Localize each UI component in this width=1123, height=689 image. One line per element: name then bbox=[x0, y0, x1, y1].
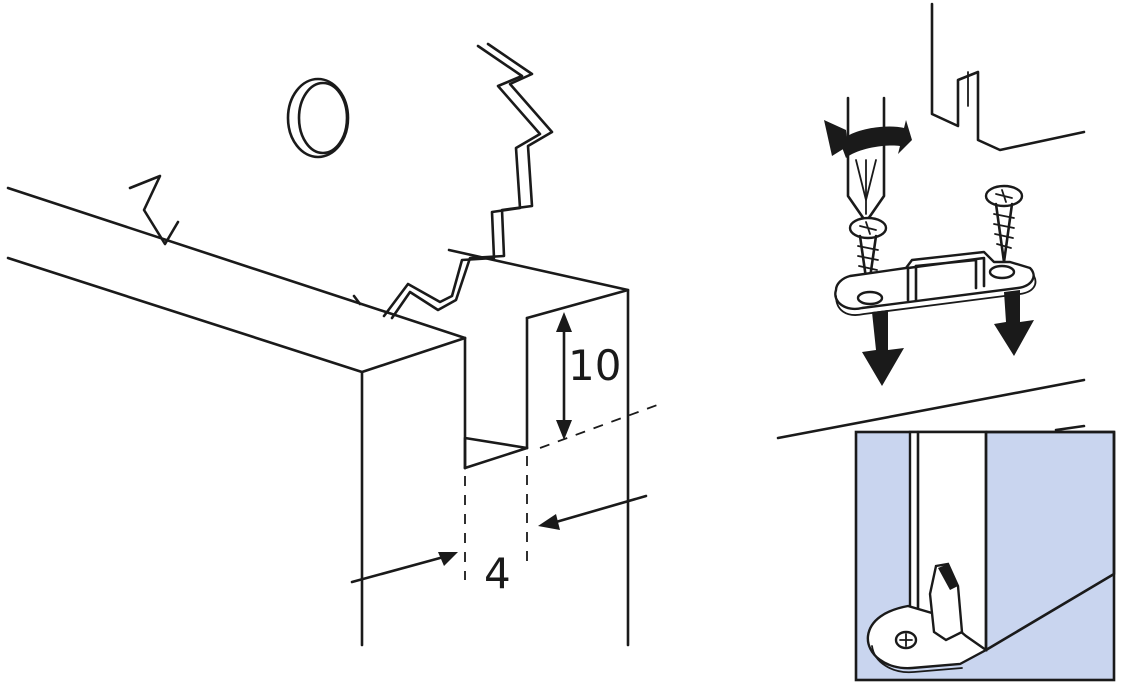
installed-guide-inset bbox=[854, 430, 1116, 682]
width-dimension-label: 4 bbox=[484, 549, 511, 598]
door-panel-drawing: 10 4 bbox=[6, 42, 661, 647]
floor-line-back bbox=[1054, 424, 1086, 432]
cabinet-corner-drawing bbox=[930, 2, 1086, 152]
floor-guide-bracket bbox=[834, 250, 1037, 316]
curved-arrow-icon bbox=[824, 120, 912, 158]
floor-line bbox=[776, 378, 1086, 440]
screwdriver-icon bbox=[846, 96, 886, 224]
down-arrow-icon bbox=[862, 290, 1034, 386]
depth-dimension-label: 10 bbox=[568, 341, 621, 390]
phillips-screw-icon bbox=[848, 184, 1024, 294]
